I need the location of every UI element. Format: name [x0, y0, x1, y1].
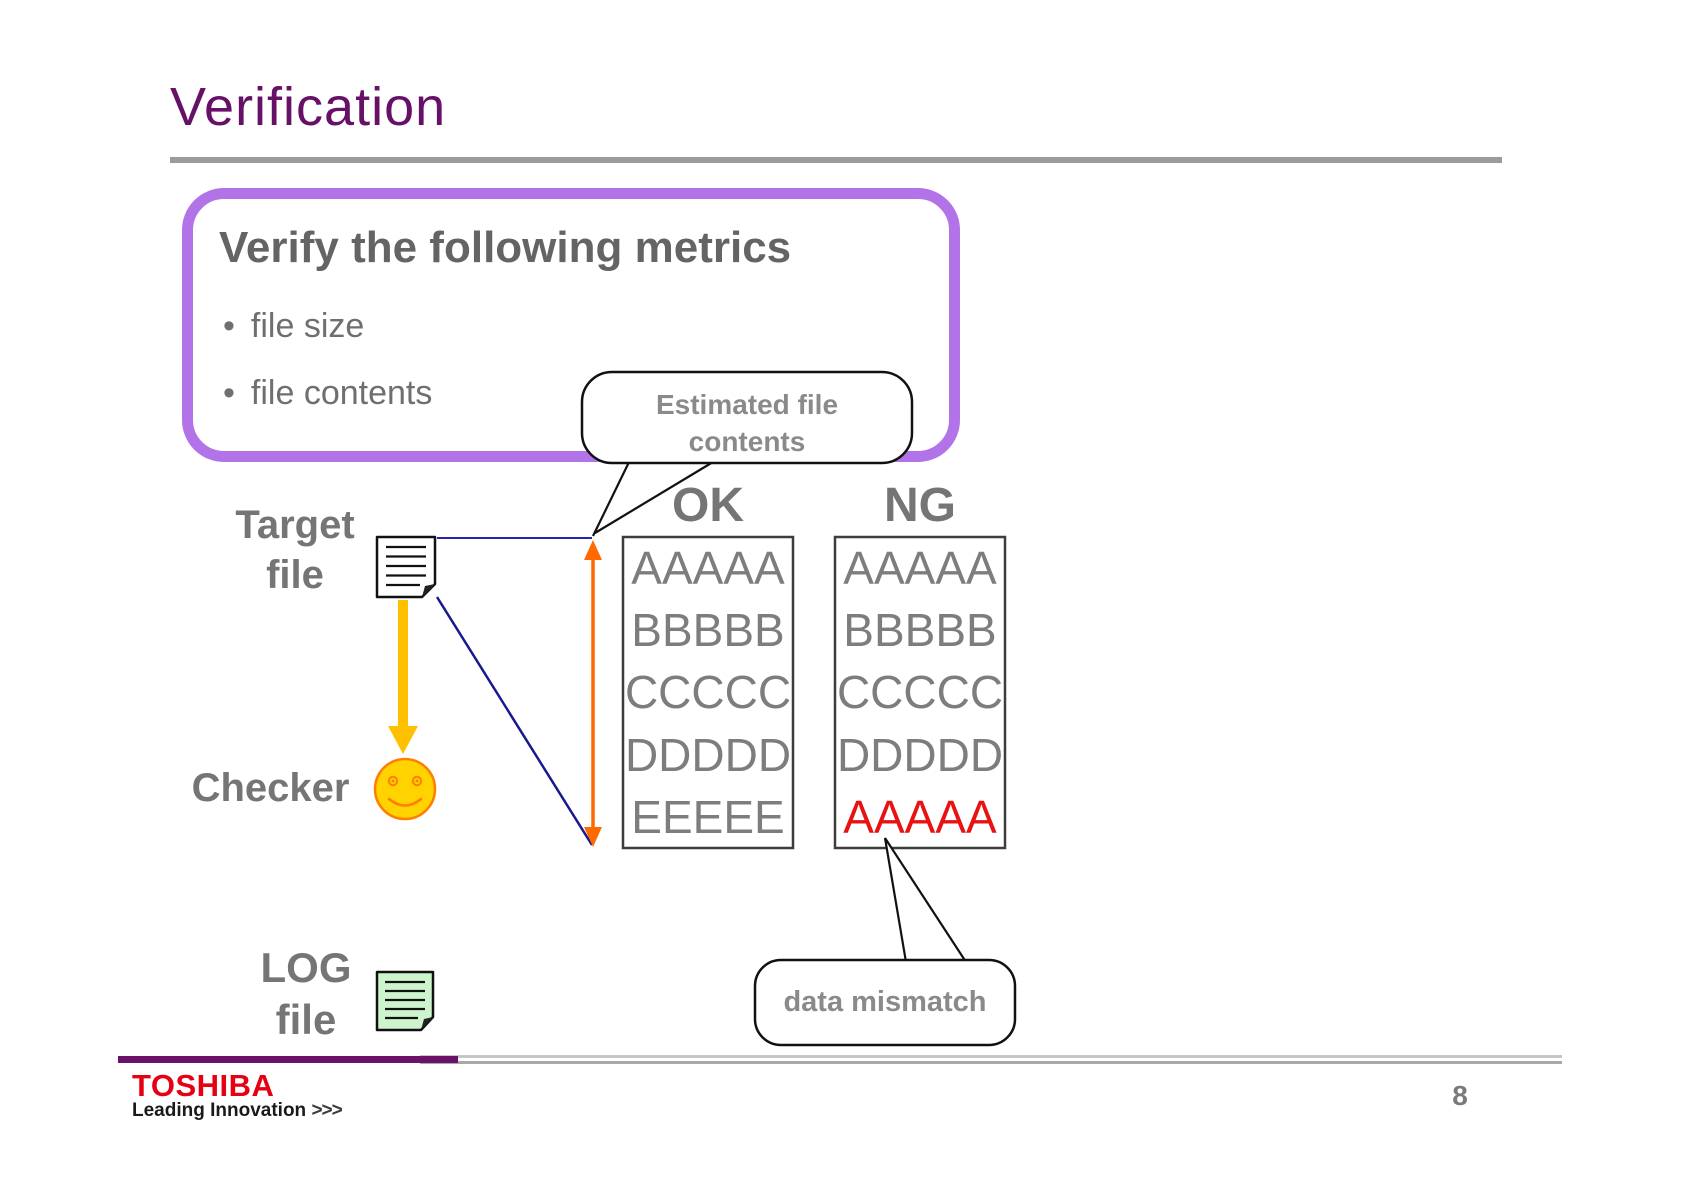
mismatch-callout-text: data mismatch: [783, 986, 987, 1018]
ok-row: BBBBB: [631, 604, 785, 657]
target-file-label: Target file: [205, 500, 385, 600]
tagline-text: Leading Innovation: [132, 1100, 307, 1121]
chevrons-icon: >>>: [311, 1100, 342, 1121]
page-title: Verification: [170, 77, 447, 137]
ng-row: CCCCC: [836, 666, 1004, 719]
bullet-file-size: file size: [223, 307, 364, 346]
ng-row-mismatch: AAAAA: [843, 790, 997, 843]
estimated-callout-bubble: [580, 370, 914, 537]
ok-row: DDDDD: [624, 728, 792, 781]
ok-box: [621, 535, 795, 850]
target-file-icon: [375, 535, 437, 599]
mismatch-callout-bubble: [753, 837, 1017, 1047]
bullet-file-contents: file contents: [223, 374, 432, 413]
ng-column-header: NG: [884, 479, 956, 532]
page-number: 8: [1452, 1080, 1468, 1111]
ng-row: AAAAA: [843, 542, 997, 595]
ok-row: EEEEE: [631, 790, 785, 843]
estimated-callout-line2: contents: [688, 426, 806, 457]
checker-smiley-icon: [373, 757, 437, 821]
ok-row: AAAAA: [631, 542, 785, 595]
target-file-label-line1: Target: [235, 503, 355, 547]
ok-column-rows: AAAAA BBBBB CCCCC DDDDD EEEEE: [623, 537, 793, 848]
toshiba-tagline: Leading Innovation >>>: [132, 1100, 343, 1122]
metrics-panel: Verify the following metrics file size f…: [182, 188, 960, 462]
estimated-callout-line1: Estimated file: [655, 389, 839, 420]
footer-accent-bar: [118, 1056, 458, 1063]
metrics-heading: Verify the following metrics: [219, 223, 792, 272]
checker-label: Checker: [191, 766, 350, 810]
ng-row: BBBBB: [843, 604, 997, 657]
estimate-line-diagonal: [435, 596, 594, 846]
ok-row: CCCCC: [624, 666, 792, 719]
log-file-label: LOG file: [226, 942, 386, 1046]
footer-divider: [420, 1055, 1562, 1064]
target-file-label-line2: file: [266, 553, 324, 597]
toshiba-logo: TOSHIBA: [132, 1068, 275, 1103]
log-file-label-line2: file: [275, 996, 337, 1043]
ng-column-rows: AAAAA BBBBB CCCCC DDDDD AAAAA: [835, 537, 1005, 848]
log-file-icon: [375, 970, 435, 1032]
title-divider: [170, 157, 1502, 163]
estimated-callout-text: Estimated file contents: [582, 386, 912, 460]
ng-row: DDDDD: [836, 728, 1004, 781]
ng-box: [833, 535, 1007, 850]
log-file-label-line1: LOG: [260, 944, 352, 991]
checker-arrow: [388, 600, 418, 754]
ok-column-header: OK: [672, 479, 744, 532]
compare-arrow: [584, 540, 602, 847]
